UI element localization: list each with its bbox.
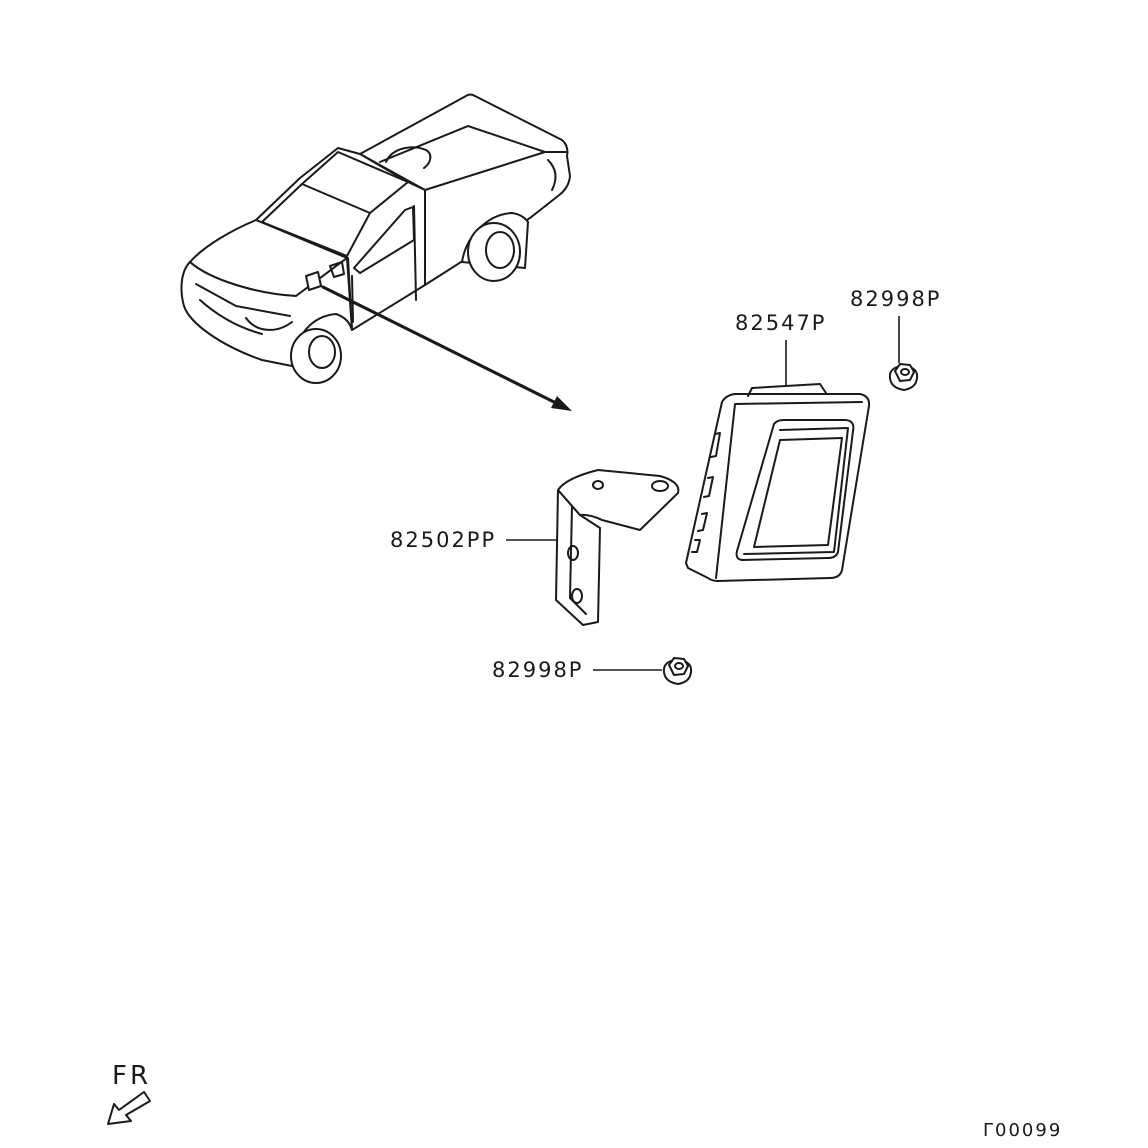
module-location-marker [305, 271, 322, 291]
callout-label-nut-top: 82998P [850, 287, 941, 311]
front-orientation-indicator: FR [107, 1061, 151, 1125]
nut-bottom-hex [668, 657, 689, 676]
nut-bottom-bore [674, 662, 684, 670]
truck-door-seam [351, 205, 417, 323]
module-side-connectors [691, 432, 721, 553]
truck-roof-line [301, 151, 409, 214]
callout-bracket: 82502PP [390, 528, 557, 552]
truck-grille [195, 283, 291, 335]
callout-label-nut-bottom: 82998P [492, 658, 583, 682]
control-module [685, 383, 871, 582]
flange-nut-bottom [662, 657, 693, 685]
truck-bed-wheel-hump [385, 146, 432, 169]
module-window [753, 437, 843, 548]
location-arrow [321, 285, 572, 411]
mounting-bracket [555, 469, 680, 626]
flange-nut-top [888, 363, 919, 391]
callout-label-module: 82547P [735, 311, 826, 335]
bracket-top-flange [557, 469, 680, 531]
module-front-edge [715, 401, 863, 579]
vehicle-illustration [180, 93, 571, 384]
truck-front-wheel-hub [308, 335, 336, 369]
callout-label-bracket: 82502PP [390, 528, 496, 552]
callout-module: 82547P [735, 311, 826, 387]
bracket-hole-right [651, 480, 669, 492]
diagram-code: Γ00099 [983, 1120, 1062, 1141]
truck-tailgate [544, 151, 567, 191]
bracket-hole-left [592, 480, 604, 490]
bracket-leg-inner-edge [569, 505, 587, 615]
truck-front-wheel [290, 328, 342, 384]
callout-nut-bottom: 82998P [492, 658, 662, 682]
truck-rear-wheel [467, 222, 521, 282]
front-orientation-label: FR [112, 1061, 151, 1091]
nut-top-bore [900, 368, 910, 376]
truck-bed-inner [379, 125, 546, 191]
truck-headlight [245, 317, 293, 331]
callout-nut-top: 82998P [850, 287, 941, 363]
truck-rear-wheel-hub [485, 231, 515, 269]
truck-mirror [329, 261, 345, 278]
location-arrow-head [551, 396, 572, 411]
module-inner-frame-lip [743, 427, 849, 555]
front-direction-arrow-icon [107, 1091, 151, 1125]
nut-top-hex [894, 363, 915, 382]
bracket-slot-lower [571, 588, 583, 604]
location-arrow-shaft [321, 285, 558, 405]
bracket-slot-upper [567, 545, 579, 561]
module-inner-frame [735, 419, 855, 561]
